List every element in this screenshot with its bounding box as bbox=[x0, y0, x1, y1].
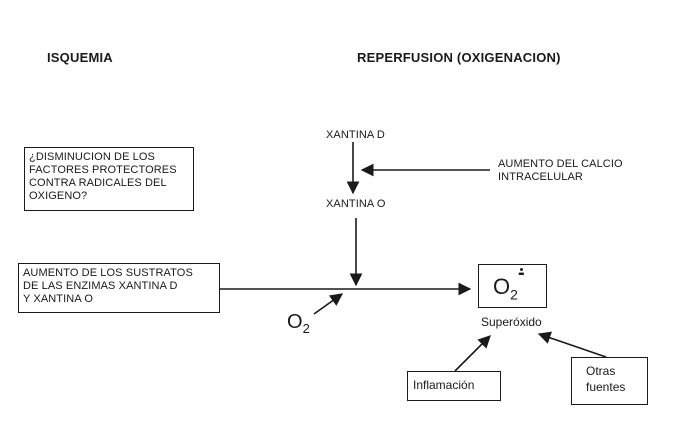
inflammation-arrow bbox=[454, 335, 491, 372]
superoxide-symbol: O bbox=[493, 274, 511, 299]
superoxide-name: Superóxido bbox=[481, 315, 542, 329]
other-sources-line: fuentes bbox=[586, 380, 626, 394]
substrates-line: DE LAS ENZIMAS XANTINA D bbox=[23, 280, 178, 292]
substrates-box: AUMENTO DE LOS SUSTRATOS DE LAS ENZIMAS … bbox=[18, 263, 220, 313]
oxygen-label: O2 bbox=[287, 311, 310, 336]
other-sources-arrow bbox=[537, 331, 607, 358]
oxygen-subscript: 2 bbox=[302, 321, 310, 336]
substrates-line: AUMENTO DE LOS SUSTRATOS bbox=[23, 267, 193, 279]
radical-dot bbox=[520, 268, 523, 271]
other-sources-line: Otras bbox=[586, 364, 616, 378]
superoxide-formula: O2 bbox=[493, 274, 518, 302]
superoxide-subscript: 2 bbox=[510, 286, 518, 303]
oxygen-arrow bbox=[313, 293, 344, 315]
heading-reperfusion: REPERFUSION (OXIGENACION) bbox=[357, 50, 561, 65]
calcium-line: AUMENTO DEL CALCIO bbox=[498, 158, 623, 170]
inflammation-label: Inflamación bbox=[413, 378, 475, 392]
calcium-label: AUMENTO DEL CALCIO INTRACELULAR bbox=[498, 158, 623, 184]
calcium-line: INTRACELULAR bbox=[498, 171, 583, 183]
substrates-line: Y XANTINA O bbox=[23, 293, 93, 305]
protective-factors-line: FACTORES PROTECTORES bbox=[29, 164, 177, 176]
heading-ischemia: ISQUEMIA bbox=[47, 50, 113, 65]
protective-factors-line: ¿DISMINUCION DE LOS bbox=[29, 151, 155, 163]
oxygen-symbol: O bbox=[287, 311, 303, 333]
protective-factors-line: CONTRA RADICALES DEL bbox=[29, 177, 167, 189]
superoxide-box: O2 - bbox=[478, 262, 547, 308]
protective-factors-line: OXIGENO? bbox=[29, 190, 88, 202]
inflammation-box: Inflamación bbox=[407, 371, 501, 401]
xanthine-d-label: XANTINA D bbox=[326, 129, 385, 141]
superoxide-charge: - bbox=[518, 262, 525, 284]
xanthine-o-label: XANTINA O bbox=[326, 198, 386, 210]
other-sources-box: Otras fuentes bbox=[571, 357, 648, 405]
protective-factors-box: ¿DISMINUCION DE LOS FACTORES PROTECTORES… bbox=[24, 147, 194, 211]
